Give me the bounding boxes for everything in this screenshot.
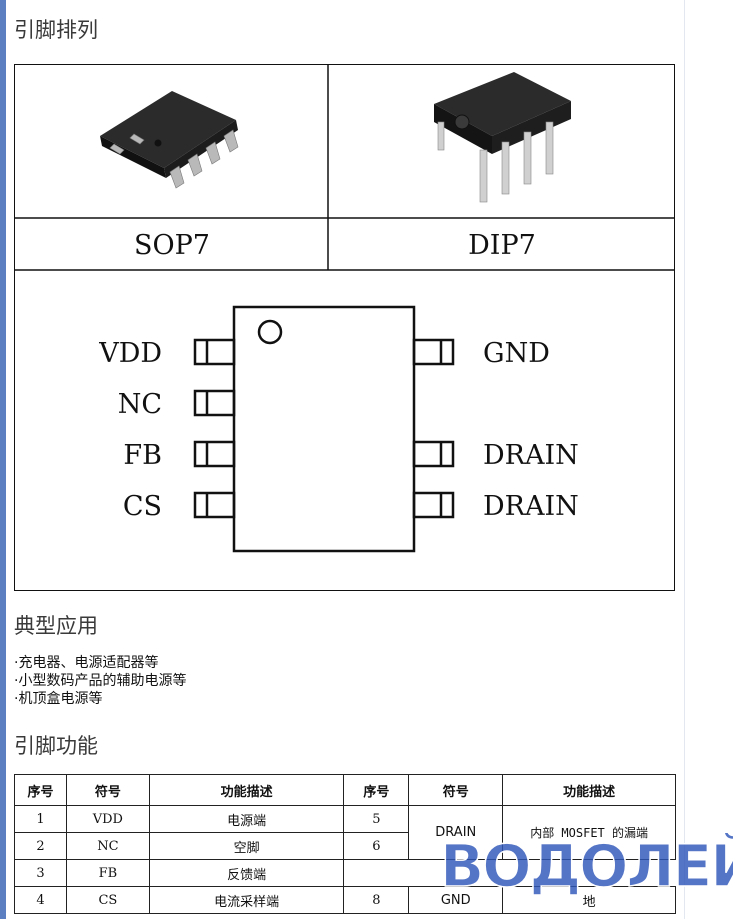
- cell-number: 5: [343, 805, 410, 833]
- table-row: 4 CS 电流采样端 8 GND 地: [14, 886, 676, 914]
- application-item: ·小型数码产品的辅助电源等: [14, 673, 187, 689]
- header-cell: 功能描述: [502, 774, 676, 806]
- dip-chip-image: [433, 71, 571, 202]
- pin-label-gnd: GND: [483, 338, 550, 369]
- cell-description: 地: [502, 886, 676, 914]
- package-diagram: SOP7 DIP7 VDD NC FB CS GND DRAIN DRAIN: [13, 63, 675, 591]
- cell-symbol: GND: [408, 886, 504, 914]
- sop-chip-image: [99, 90, 238, 188]
- cell-symbol: DRAIN: [408, 805, 504, 860]
- pin-label-drain-1: DRAIN: [483, 440, 579, 471]
- header-cell: 功能描述: [148, 774, 345, 806]
- section-title-pin-functions: 引脚功能: [14, 734, 98, 758]
- watermark-logo: ВОДОЛЕЙ: [439, 830, 733, 901]
- pin-label-vdd: VDD: [98, 338, 162, 369]
- ic-body: [232, 305, 415, 552]
- left-pin-stubs: [193, 338, 235, 518]
- cell-description: 反馈端: [148, 859, 345, 887]
- package-label-dip: DIP7: [468, 230, 536, 261]
- cell-description: 电源端: [148, 805, 345, 833]
- cell-symbol: CS: [65, 886, 150, 914]
- pin-label-cs: CS: [122, 491, 161, 522]
- cell-number: 2: [14, 832, 67, 860]
- right-divider: [684, 0, 685, 919]
- header-cell: 符号: [65, 774, 150, 806]
- watermark-text: ВОДОЛЕЙ: [440, 831, 733, 900]
- pin-function-table: 序号 符号 功能描述 序号 符号 功能描述 1 VDD 电源端 5 DRAIN …: [14, 774, 676, 914]
- cell-symbol: FB: [65, 859, 150, 887]
- pin-label-drain-2: DRAIN: [483, 491, 579, 522]
- cell-symbol: VDD: [65, 805, 150, 833]
- cell-description: 空脚: [148, 832, 345, 860]
- header-cell: 符号: [408, 774, 504, 806]
- application-item: ·充电器、电源适配器等: [14, 655, 159, 671]
- cell-number: 3: [14, 859, 67, 887]
- table-header-row: 序号 符号 功能描述 序号 符号 功能描述: [14, 774, 676, 806]
- application-item: ·机顶盒电源等: [14, 691, 103, 707]
- section-title-pinout: 引脚排列: [14, 18, 98, 42]
- cell-number: 6: [343, 832, 410, 860]
- pin1-marker: [257, 319, 282, 344]
- cell-number: 1: [14, 805, 67, 833]
- header-cell: 序号: [343, 774, 410, 806]
- package-diagram-svg: SOP7 DIP7 VDD NC FB CS GND DRAIN DRAIN: [13, 63, 675, 552]
- pin-label-nc: NC: [117, 389, 161, 420]
- header-cell: 序号: [14, 774, 67, 806]
- section-title-applications: 典型应用: [14, 614, 98, 638]
- pin-label-fb: FB: [123, 440, 162, 471]
- right-pin-stubs: [412, 338, 454, 518]
- left-accent-bar: [0, 0, 6, 919]
- table-row: 2 NC 空脚 6: [14, 832, 676, 860]
- cell-number: 8: [343, 886, 410, 914]
- cell-description: 内部 MOSFET 的漏端: [502, 805, 676, 860]
- application-list: ·充电器、电源适配器等 ·小型数码产品的辅助电源等 ·机顶盒电源等: [14, 654, 186, 708]
- cell-description: 电流采样端: [148, 886, 345, 914]
- table-row: 1 VDD 电源端 5 DRAIN 内部 MOSFET 的漏端: [14, 805, 676, 860]
- cell-number: 4: [14, 886, 67, 914]
- cell-symbol: NC: [65, 832, 150, 860]
- table-row: 3 FB 反馈端: [14, 859, 676, 887]
- package-label-sop: SOP7: [134, 230, 210, 261]
